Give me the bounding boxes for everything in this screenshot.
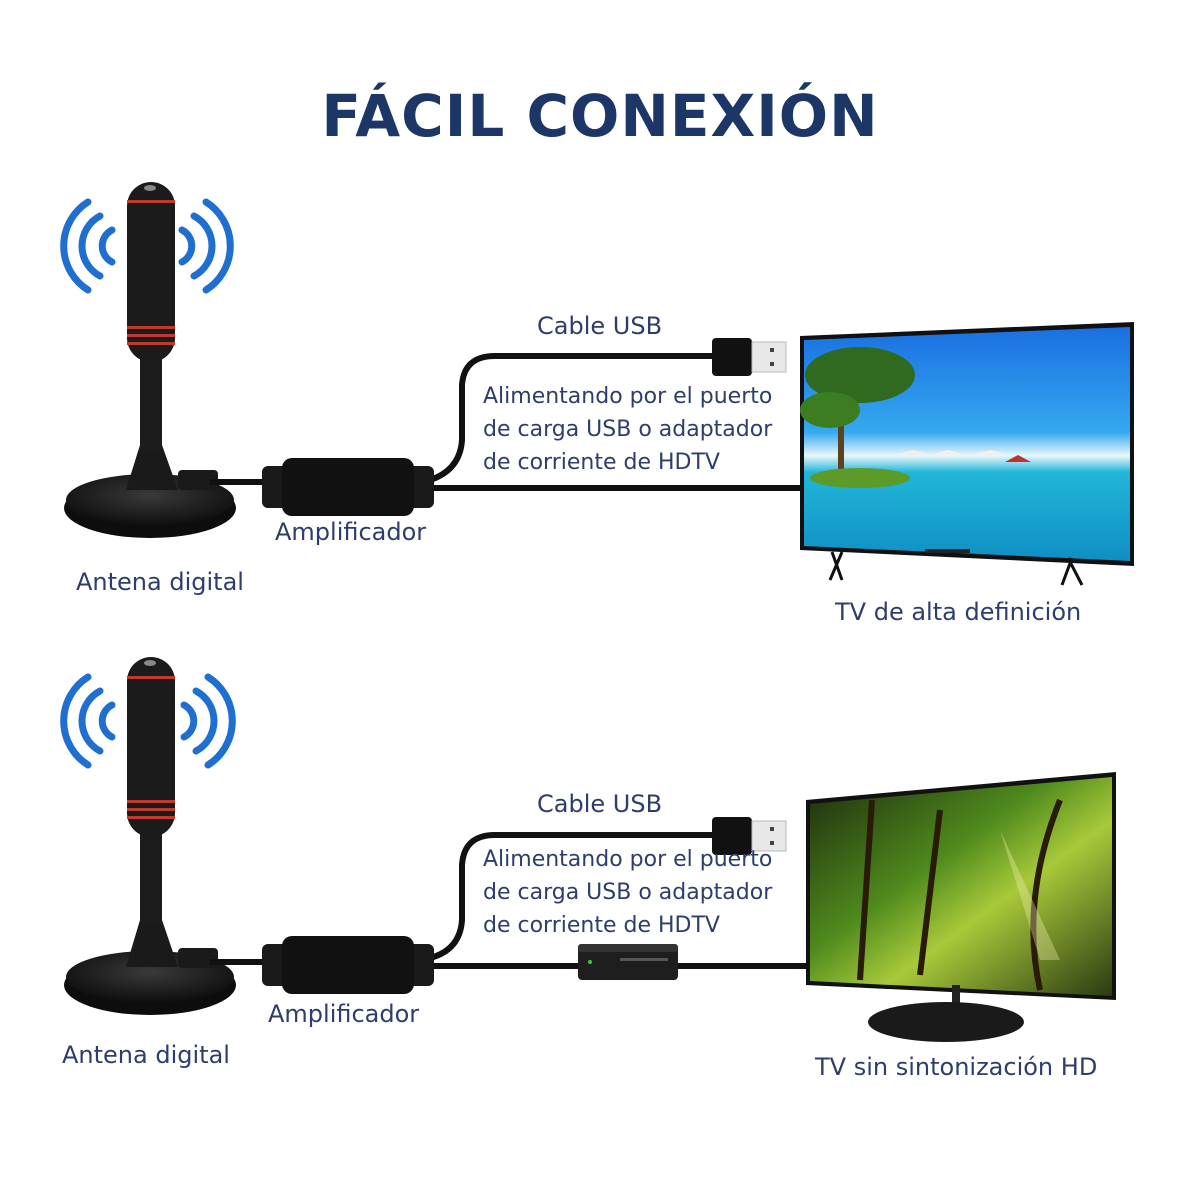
usb-plug-icon xyxy=(712,338,787,376)
sd-tv-icon xyxy=(806,772,1116,1042)
diagram-1 xyxy=(60,182,1134,586)
power-note-line: de carga USB o adaptador xyxy=(483,417,773,442)
tv-label: TV sin sintonización HD xyxy=(815,1053,1098,1081)
power-note: Alimentando por el puerto de carga USB o… xyxy=(483,380,772,479)
cable-usb-label: Cable USB xyxy=(537,790,663,818)
power-note-line: de corriente de HDTV xyxy=(483,913,720,938)
tv-label: TV de alta definición xyxy=(835,598,1082,626)
diagram-2 xyxy=(60,657,1116,1042)
signal-waves-icon xyxy=(60,198,234,294)
signal-waves-icon xyxy=(60,673,236,769)
antenna-label: Antena digital xyxy=(62,1041,230,1069)
cable-usb-label: Cable USB xyxy=(537,312,663,340)
antenna-label: Antena digital xyxy=(76,568,244,596)
cable-icon xyxy=(210,353,805,491)
power-note-line: Alimentando por el puerto xyxy=(483,847,773,872)
power-note: Alimentando por el puerto de carga USB o… xyxy=(483,843,772,942)
amplifier-label: Amplificador xyxy=(268,1000,420,1028)
power-note-line: de carga USB o adaptador xyxy=(483,880,773,905)
set-top-box-icon xyxy=(578,944,678,980)
page-title: FÁCIL CONEXIÓN xyxy=(321,82,879,150)
amplifier-icon xyxy=(262,936,434,994)
amplifier-icon xyxy=(262,458,434,516)
amplifier-label: Amplificador xyxy=(275,518,427,546)
usb-plug-icon xyxy=(712,817,787,855)
power-note-line: de corriente de HDTV xyxy=(483,450,720,475)
antenna-icon xyxy=(64,657,236,1015)
antenna-icon xyxy=(64,182,236,538)
power-note-line: Alimentando por el puerto xyxy=(483,384,773,409)
hd-tv-icon xyxy=(800,322,1134,586)
palm-tree-icon xyxy=(800,347,915,488)
